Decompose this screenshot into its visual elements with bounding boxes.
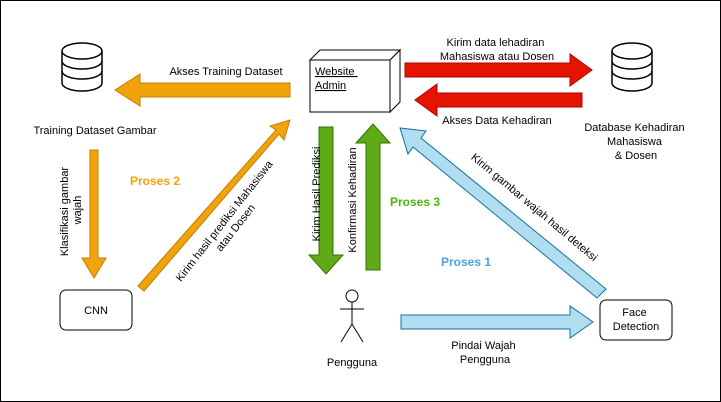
label-kirim-data: Kirim data lehadiran Mahasiswa atau Dose… [440,37,554,63]
face-detection-box [599,299,673,341]
actor-head-icon [345,289,359,303]
arrow-kirim-hasil-prediksi[interactable] [307,126,345,275]
label-klasifikasi: Klasifikasi gambar wajah [59,164,84,256]
arrow-akses-data[interactable] [414,83,583,117]
label-konfirmasi: Konfirmasi Kehadiran [347,147,359,252]
arrow-kirim-gambar[interactable] [399,127,607,299]
box-3d-front [309,59,391,113]
database-icon-ring [61,70,103,80]
database-icon-ring [61,60,103,70]
database-icon-top [611,42,653,60]
arrow-klasifikasi[interactable] [81,149,107,279]
attendance-database-label: Database Kehadiran Mahasiswa & Dosen [584,122,687,162]
cnn-node[interactable]: CNN [59,289,133,331]
label-pindai: Pindai Wajah Pengguna [451,340,518,366]
training-dataset-label: Training Dataset Gambar [33,125,156,137]
box-3d-side [389,48,401,114]
database-icon-top [61,42,103,60]
website-admin-node[interactable]: Website Admin [308,48,402,114]
cnn-label: CNN [84,305,108,317]
arrow-kirim-data[interactable] [404,53,593,87]
user-label: Pengguna [327,357,378,369]
database-icon [61,51,103,92]
label-akses-training: Akses Training Dataset [169,66,282,78]
face-detection-label: Face Detection [613,307,659,333]
box-3d-top [308,49,402,61]
process-label-3: Proses 3 [390,195,440,209]
arrow-akses-training[interactable] [114,73,291,107]
arrow-konfirmasi[interactable] [354,123,392,271]
process-label-4: Proses 4 [471,81,521,95]
actor-leg-icon [340,323,353,343]
label-akses-data: Akses Data Kehadiran [442,115,551,127]
process-label-1: Proses 1 [441,255,491,269]
arrow-kirim-prediksi-cnn[interactable] [137,119,291,292]
user-actor[interactable] [340,289,364,343]
database-icon [611,51,653,92]
database-icon-ring [611,70,653,80]
process-label-2: Proses 2 [130,174,180,188]
cnn-box [59,289,133,331]
face-detection-node[interactable]: Face Detection [599,299,673,341]
attendance-database[interactable] [611,42,653,92]
label-kirim-hasil-prediksi: Kirim Hasil Prediksi [311,147,323,242]
website-admin-label: Website Admin [315,66,358,92]
training-dataset-database[interactable] [61,42,103,92]
database-icon-ring [611,60,653,70]
actor-leg-icon [351,323,364,343]
arrow-pindai[interactable] [400,305,594,339]
